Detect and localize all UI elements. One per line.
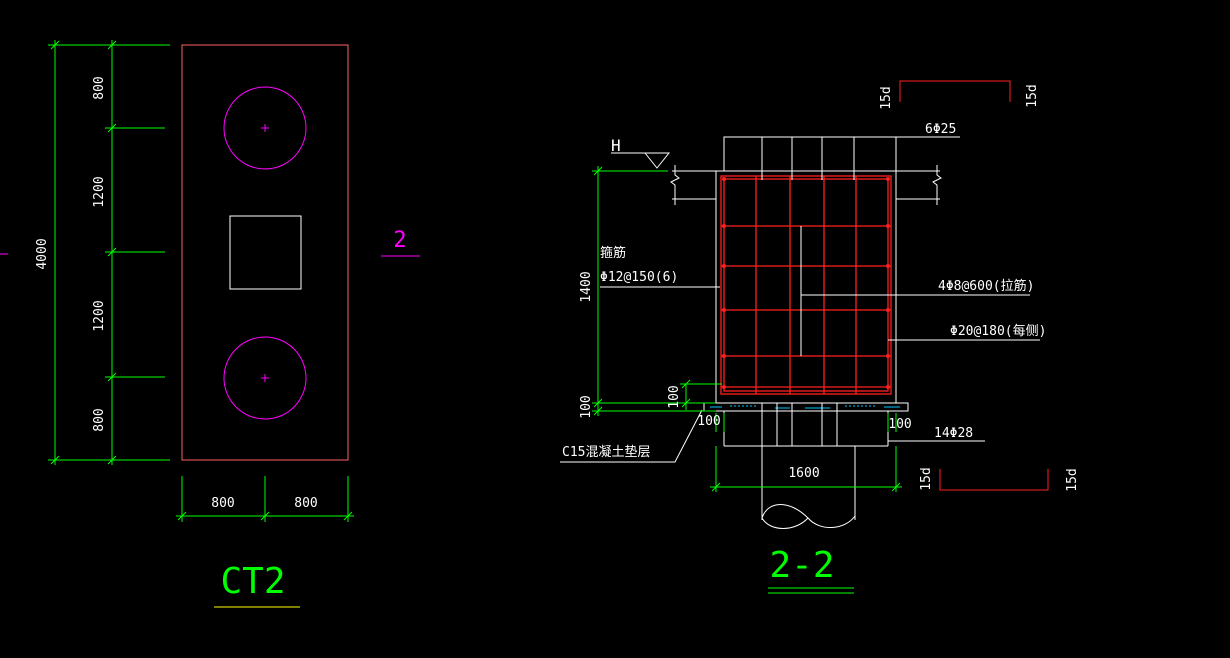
width-dim: 1600 (788, 466, 819, 481)
cushion-leader (560, 409, 703, 463)
pile-circle-top (223, 86, 307, 170)
stirrup-title: 箍筋 (600, 245, 626, 261)
stirrup-spec: Φ12@150(6) (600, 270, 678, 285)
section-vertical-dimensions (592, 166, 722, 416)
side-bar-label: Φ20@180(每侧) (950, 323, 1046, 339)
top-bar-label: 6Φ25 (925, 122, 956, 137)
ground-lines (670, 165, 942, 205)
level-mark: H (611, 136, 621, 155)
plan-title: CT2 (220, 561, 285, 602)
section-title: 2-2 (769, 545, 834, 586)
bottom-hook-detail (939, 469, 1049, 491)
plan-dim-mid1: 1200 (92, 176, 107, 207)
plan-dim-left: 800 (211, 496, 234, 511)
plan-dim-right: 800 (294, 496, 317, 511)
hook-right-top: 15d (1025, 84, 1040, 107)
plan-cap-outline (181, 44, 349, 461)
cover-dim: 100 (579, 395, 594, 418)
level-triangle (611, 152, 671, 169)
section-horizontal-dimensions (710, 413, 902, 492)
tie-bar-label: 4Φ8@600(拉筋) (938, 278, 1034, 294)
cushion-label: C15混凝土垫层 (562, 444, 650, 460)
plan-dim-total: 4000 (35, 238, 50, 269)
section-cap-outline (715, 170, 897, 404)
plan-dim-mid2: 1200 (92, 300, 107, 331)
plan-horizontal-dimensions (176, 476, 354, 522)
pile-circle-bottom (223, 336, 307, 420)
hook-right-bottom: 15d (1065, 468, 1080, 491)
rebar-dots (722, 177, 890, 389)
plan-dim-top: 800 (92, 76, 107, 99)
section-view: 6Φ25 15d 15d H (560, 80, 1080, 594)
section-cut-mark: 2 (393, 228, 406, 253)
plan-column (229, 215, 302, 290)
plan-view: 4000 800 1200 1200 800 800 800 2 CT2 (0, 40, 420, 608)
cushion-hatch (710, 405, 900, 409)
top-hook-detail (899, 80, 1011, 102)
column-bars (761, 171, 855, 356)
bottom-bar-label: 14Φ28 (934, 426, 973, 441)
column-stub (723, 136, 960, 172)
hook-left-bottom: 15d (919, 467, 934, 490)
cover-left: 100 (697, 414, 720, 429)
plan-dim-bottom: 800 (92, 408, 107, 431)
hook-left-top: 15d (879, 86, 894, 109)
rebar-cage (720, 175, 892, 395)
cushion-layer (703, 402, 909, 412)
cover-dim-inner: 100 (667, 385, 682, 408)
height-dim: 1400 (579, 271, 594, 302)
cover-right: 100 (888, 417, 911, 432)
plan-vertical-dimensions (0, 40, 170, 465)
